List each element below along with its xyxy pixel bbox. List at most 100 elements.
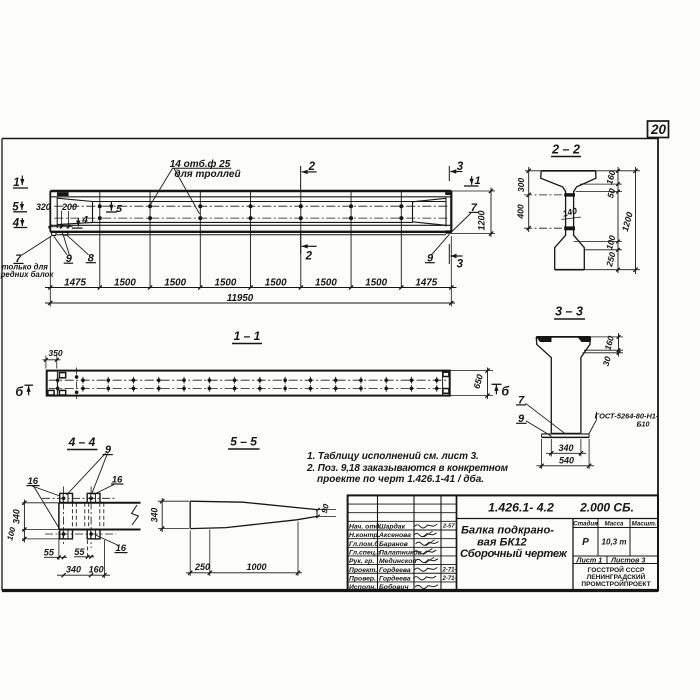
svg-text:ЛЕНИНГРАДСКИЙ: ЛЕНИНГРАДСКИЙ <box>587 572 646 581</box>
svg-text:250: 250 <box>604 251 618 269</box>
svg-text:100: 100 <box>604 234 617 251</box>
svg-text:5: 5 <box>12 202 19 214</box>
svg-text:300: 300 <box>516 178 526 193</box>
svg-text:400: 400 <box>516 204 526 220</box>
svg-text:для троллей: для троллей <box>174 169 240 180</box>
svg-text:3: 3 <box>457 161 464 173</box>
svg-text:Сборочный чертеж: Сборочный чертеж <box>460 548 568 560</box>
svg-text:55: 55 <box>74 547 85 557</box>
svg-text:Провер.: Провер. <box>349 575 376 582</box>
svg-text:30: 30 <box>601 355 613 367</box>
svg-text:Лист 1: Лист 1 <box>576 555 603 564</box>
svg-text:5: 5 <box>116 203 122 215</box>
svg-text:ПРОМСТРОЙПРОЕКТ: ПРОМСТРОЙПРОЕКТ <box>581 579 650 588</box>
svg-text:340: 340 <box>66 565 81 575</box>
svg-text:200: 200 <box>61 202 77 212</box>
svg-text:Исполн.: Исполн. <box>349 584 376 591</box>
svg-text:14 отб.ф 25: 14 отб.ф 25 <box>170 158 231 170</box>
svg-text:2-71-: 2-71- <box>442 567 457 573</box>
svg-text:Рук. гр.: Рук. гр. <box>349 558 374 565</box>
svg-text:1200: 1200 <box>620 211 635 233</box>
svg-text:90: 90 <box>320 503 331 515</box>
svg-text:Гл.пом.б: Гл.пом.б <box>349 540 379 548</box>
svg-text:Гордеева: Гордеева <box>379 566 411 574</box>
svg-text:250: 250 <box>194 562 210 572</box>
svg-text:Листов 3: Листов 3 <box>610 555 645 564</box>
svg-text:1200: 1200 <box>476 210 486 230</box>
svg-text:1500: 1500 <box>365 277 387 288</box>
svg-text:1500: 1500 <box>164 277 186 288</box>
svg-text:2: 2 <box>305 251 313 263</box>
svg-text:Палатников: Палатников <box>379 550 422 557</box>
svg-text:Гл.спец.о: Гл.спец.о <box>349 550 381 557</box>
svg-text:1000: 1000 <box>246 562 266 572</box>
svg-text:10,3 т: 10,3 т <box>602 538 627 547</box>
svg-text:Мединской: Мединской <box>379 557 417 565</box>
svg-text:Масшт.: Масшт. <box>632 521 657 528</box>
svg-text:Бобович: Бобович <box>379 583 409 591</box>
svg-text:1500: 1500 <box>265 277 287 288</box>
svg-text:проекте по черт 1.426.1-41 / д: проекте по черт 1.426.1-41 / дба. <box>317 473 484 485</box>
svg-text:50: 50 <box>605 187 617 199</box>
svg-text:160: 160 <box>603 335 616 352</box>
svg-text:Аксенова: Аксенова <box>378 532 411 539</box>
svg-text:Р: Р <box>582 537 589 548</box>
svg-text:средних балок: средних балок <box>0 270 54 279</box>
svg-text:Б10: Б10 <box>636 419 649 428</box>
svg-text:Масса: Масса <box>605 521 625 528</box>
svg-text:1500: 1500 <box>114 277 136 288</box>
svg-text:1 – 1: 1 – 1 <box>234 329 261 343</box>
svg-text:350: 350 <box>48 348 63 358</box>
svg-text:340: 340 <box>150 508 160 523</box>
svg-text:4: 4 <box>81 214 88 226</box>
svg-text:2: 2 <box>308 161 316 173</box>
svg-text:3 – 3: 3 – 3 <box>555 305 583 319</box>
svg-text:9: 9 <box>518 413 525 425</box>
svg-text:1.426.1- 4.2: 1.426.1- 4.2 <box>488 500 554 514</box>
svg-text:1: 1 <box>13 177 19 189</box>
svg-text:9: 9 <box>66 253 73 265</box>
svg-text:2 – 2: 2 – 2 <box>551 143 580 157</box>
svg-text:140: 140 <box>562 205 579 218</box>
svg-text:ГОССТРОЙ СССР: ГОССТРОЙ СССР <box>588 565 645 574</box>
svg-text:2. Поз. 9,18 заказываются в ко: 2. Поз. 9,18 заказываются в конкретном <box>306 463 509 474</box>
svg-text:320: 320 <box>36 202 51 212</box>
svg-text:55: 55 <box>44 548 55 558</box>
svg-text:ГОСТ-5264-80-Н1-: ГОСТ-5264-80-Н1- <box>595 411 659 420</box>
svg-text:Нач. отд: Нач. отд <box>349 523 379 531</box>
svg-text:1: 1 <box>475 175 481 187</box>
svg-text:160: 160 <box>604 169 617 186</box>
svg-text:540: 540 <box>559 455 574 465</box>
svg-text:7: 7 <box>518 394 525 406</box>
svg-text:1475: 1475 <box>415 277 437 288</box>
svg-text:Проект.: Проект. <box>349 567 377 574</box>
svg-text:16: 16 <box>112 474 123 485</box>
svg-text:8: 8 <box>88 252 95 264</box>
svg-text:только для: только для <box>2 263 49 272</box>
svg-text:20: 20 <box>650 122 667 137</box>
svg-text:16: 16 <box>116 543 127 554</box>
svg-text:Н.контр.: Н.контр. <box>349 532 380 539</box>
svg-text:4: 4 <box>12 218 20 230</box>
svg-text:3: 3 <box>457 259 464 271</box>
svg-text:340: 340 <box>558 443 573 453</box>
svg-text:4 – 4: 4 – 4 <box>68 435 96 449</box>
svg-text:9: 9 <box>427 252 434 264</box>
svg-text:вая БК12: вая БК12 <box>477 537 528 549</box>
svg-text:100: 100 <box>5 526 17 542</box>
svg-text:16: 16 <box>28 476 39 487</box>
svg-text:650: 650 <box>471 373 484 390</box>
svg-text:Гордеева: Гордеева <box>379 574 411 582</box>
svg-text:7: 7 <box>15 253 22 265</box>
svg-text:2-71-: 2-71- <box>442 576 457 582</box>
svg-text:5 – 5: 5 – 5 <box>230 435 257 449</box>
svg-text:1. Таблицу исполнений см. лис: 1. Таблицу исполнений см. лист 3. <box>307 450 479 462</box>
svg-text:1500: 1500 <box>315 277 337 288</box>
svg-text:340: 340 <box>12 509 22 524</box>
svg-text:Шардак: Шардак <box>379 523 406 531</box>
svg-text:7: 7 <box>471 202 478 214</box>
svg-text:11950: 11950 <box>227 293 254 304</box>
svg-text:9: 9 <box>105 444 112 456</box>
svg-text:1475: 1475 <box>64 277 86 288</box>
svg-text:Стадия: Стадия <box>573 521 598 528</box>
